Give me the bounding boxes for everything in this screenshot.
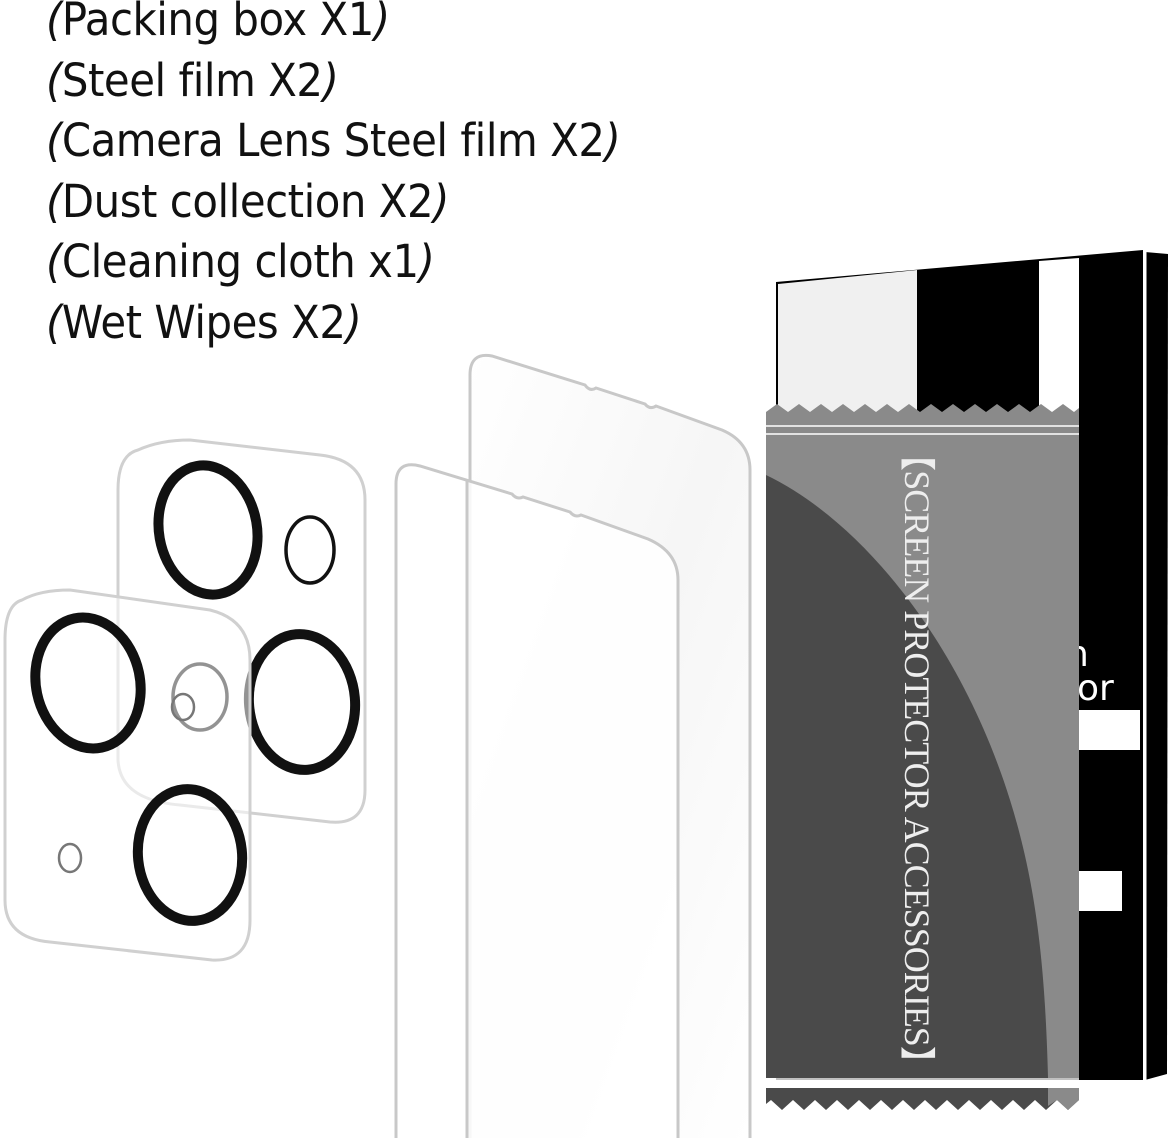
contents-item-steel-film: (Steel film X2) <box>46 53 339 107</box>
pouch-bottom-serration <box>766 1088 1079 1110</box>
contents-item-camera-lens-film: (Camera Lens Steel film X2) <box>46 114 621 167</box>
box-white-label-2 <box>1078 871 1122 911</box>
contents-item-wet-wipes: (Wet Wipes X2) <box>46 295 362 349</box>
screen-film-front <box>394 463 680 1138</box>
box-light-panel <box>778 270 917 420</box>
pouch-top-serration <box>766 404 1079 420</box>
camera-lens-protectors <box>3 438 367 962</box>
accessory-pouch <box>766 404 1079 1110</box>
contents-item-cleaning-cloth: (Cleaning cloth x1) <box>46 235 435 288</box>
contents-item-packing-box: (Packing box X1) <box>46 0 390 46</box>
box-partial-text-2: or <box>1077 668 1114 709</box>
pouch-label: 【SCREEN PROTECTOR ACCESSORIES】 <box>897 435 942 1080</box>
camera-lens-protector-front <box>3 588 252 962</box>
pouch-dark-curve <box>766 475 1048 1078</box>
screen-protector-films <box>394 353 752 1138</box>
package-contents-list: (Packing box X1) (Steel film X2) (Camera… <box>46 0 664 353</box>
box-white-label <box>1078 710 1140 750</box>
box-side-face <box>1145 252 1168 1080</box>
contents-item-dust-collection: (Dust collection X2) <box>46 174 450 228</box>
pouch-label-text: 【SCREEN PROTECTOR ACCESSORIES】 <box>897 435 937 1081</box>
box-white-stripe <box>1039 258 1079 420</box>
